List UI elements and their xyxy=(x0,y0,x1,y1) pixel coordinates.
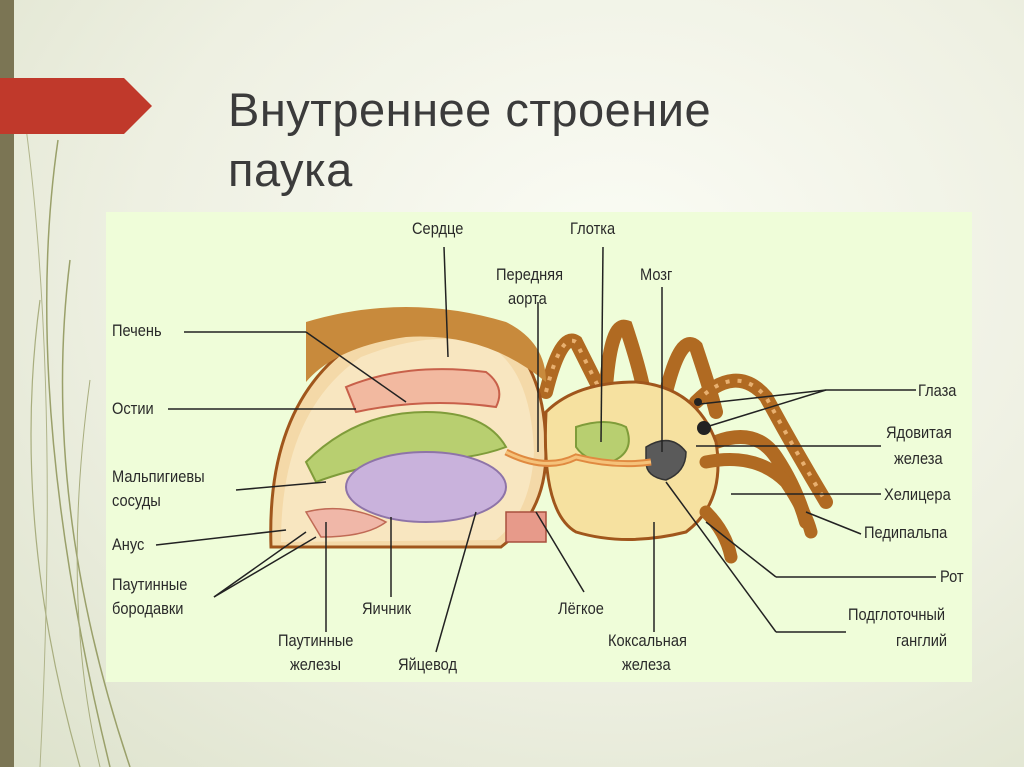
label-spinnerets-1: Паутинные xyxy=(112,574,187,596)
label-chelicera: Хелицера xyxy=(884,484,951,506)
label-anus: Анус xyxy=(112,534,144,556)
label-liver: Печень xyxy=(112,320,162,342)
label-silk-glands-1: Паутинные xyxy=(278,630,353,652)
label-subesophageal-ganglion-2: ганглий xyxy=(896,630,947,652)
label-silk-glands-2: железы xyxy=(290,654,341,676)
label-eyes: Глаза xyxy=(918,380,956,402)
ovary xyxy=(346,452,506,522)
label-ovary: Яичник xyxy=(362,598,411,620)
label-brain: Мозг xyxy=(640,264,672,286)
label-oviduct: Яйцевод xyxy=(398,654,457,676)
label-malpighian-1: Мальпигиевы xyxy=(112,466,205,488)
label-spinnerets-2: бородавки xyxy=(112,598,183,620)
label-venom-gland-1: Ядовитая xyxy=(886,422,952,444)
label-coxal-gland-2: железа xyxy=(622,654,671,676)
title-arrow-icon xyxy=(0,78,152,134)
label-pharynx: Глотка xyxy=(570,218,615,240)
label-venom-gland-2: железа xyxy=(894,448,943,470)
eye-icon xyxy=(697,421,711,435)
title-line-2: паука xyxy=(228,140,928,200)
label-ostia: Остии xyxy=(112,398,154,420)
title-line-1: Внутреннее строение xyxy=(228,80,928,140)
label-mouth: Рот xyxy=(940,566,964,588)
spider-anatomy-diagram: Сердце Глотка Передняя аорта Мозг Печень… xyxy=(106,212,972,682)
label-subesophageal-ganglion-1: Подглоточный xyxy=(848,604,945,626)
label-malpighian-2: сосуды xyxy=(112,490,161,512)
label-pedipalp: Педипальпа xyxy=(864,522,947,544)
slide-title: Внутреннее строение паука xyxy=(228,80,928,200)
label-heart: Сердце xyxy=(412,218,463,240)
label-lung: Лёгкое xyxy=(558,598,604,620)
eye-icon xyxy=(694,398,702,406)
label-anterior-aorta-1: Передняя xyxy=(496,264,563,286)
label-coxal-gland-1: Коксальная xyxy=(608,630,687,652)
label-anterior-aorta-2: аорта xyxy=(508,288,547,310)
